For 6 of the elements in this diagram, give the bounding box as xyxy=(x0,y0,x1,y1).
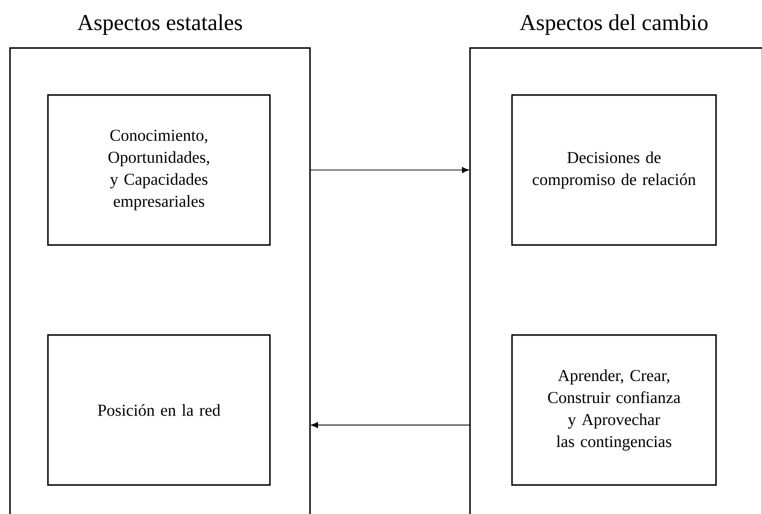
text-box: Conocimiento, Oportunidades, y Capacidades empresariales xyxy=(47,94,271,246)
arrow xyxy=(310,167,469,173)
arrow xyxy=(311,422,470,428)
text-box: Decisiones de compromiso de relación xyxy=(511,94,717,246)
text-box: Aprender, Crear, Construir confianza y Aprovechar las contingencias xyxy=(511,334,717,486)
text-box: Posición en la red xyxy=(47,334,271,486)
